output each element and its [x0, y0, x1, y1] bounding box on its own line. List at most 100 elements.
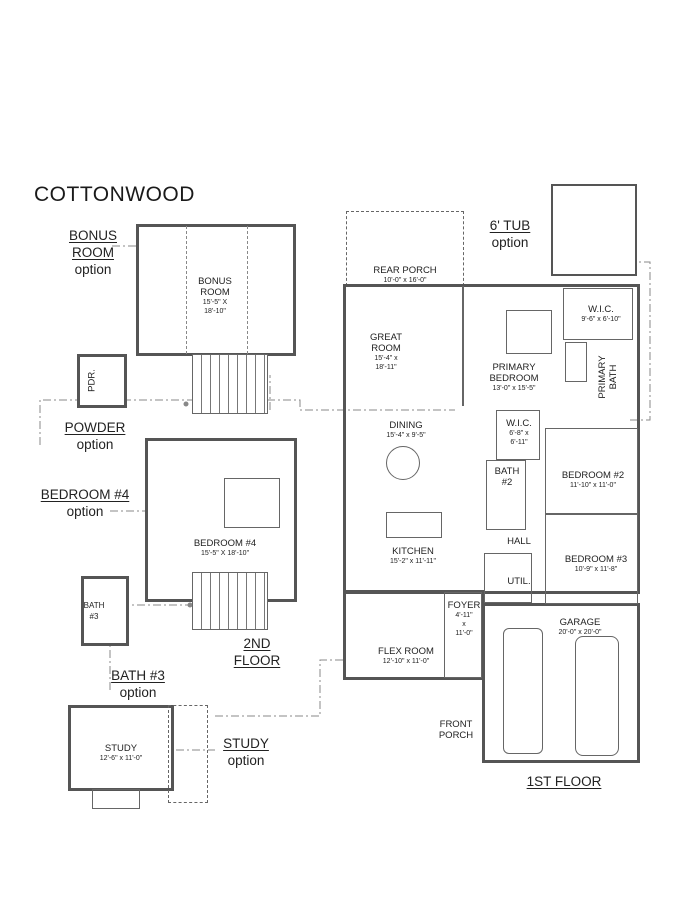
bedroom2-dim: 11'-10" x 11'-0"	[570, 482, 616, 489]
wic2-box	[496, 410, 540, 460]
study-option-sub: option	[227, 753, 265, 768]
dining-name: DINING	[389, 420, 423, 431]
primary-wic	[563, 288, 633, 340]
bath2-name-2: #2	[501, 477, 513, 488]
bedroom2-label: BEDROOM #2 11'-10" x 11'-0"	[552, 470, 634, 490]
foyer-label: FOYER 4'-11" x 11'-0"	[444, 600, 484, 638]
bedroom3-box	[545, 514, 638, 604]
kitchen-dim: 15'-2" x 11'-11"	[390, 558, 436, 565]
bath2-name-1: BATH	[494, 466, 520, 477]
tub-option-plan	[551, 184, 637, 276]
first-floor-text: 1ST FLOOR	[526, 774, 602, 789]
hall-label: HALL	[502, 536, 536, 547]
study-hall	[168, 705, 208, 803]
great-room-name-1: GREAT	[369, 332, 403, 343]
primary-bath-name-1: PRIMARY	[597, 355, 608, 399]
great-room-dim-2: 18'-11"	[375, 364, 397, 371]
study-label: STUDY 12'-6" x 11'-0"	[88, 743, 154, 763]
second-floor-line1: 2ND	[243, 636, 271, 651]
primary-bedroom-name-2: BEDROOM	[489, 373, 539, 384]
study-name: STUDY	[104, 743, 138, 754]
kitchen-name: KITCHEN	[392, 546, 434, 557]
kitchen-island	[386, 512, 442, 538]
pdr-label: PDR.	[87, 363, 98, 399]
front-porch-label: FRONT PORCH	[434, 719, 478, 741]
stair	[192, 354, 268, 414]
bedroom4-name: BEDROOM #4	[193, 538, 257, 549]
wic2-dim-1: 6'-8" x	[509, 430, 529, 437]
primary-bedroom-dim: 13'-0" x 15'-5"	[492, 385, 536, 392]
bedroom4-dim: 15'-5" X 18'-10"	[200, 550, 250, 557]
plan-title: COTTONWOOD	[34, 183, 195, 206]
bedroom4-option-title: BEDROOM #4	[40, 487, 130, 502]
bonus-option-sub: option	[74, 262, 112, 277]
bonus-room-dormer	[186, 226, 248, 354]
bedroom2-box	[545, 428, 638, 514]
second-floor-line2: FLOOR	[233, 653, 281, 668]
primary-bath-label: PRIMARY BATH	[597, 349, 619, 405]
dining-dim: 15'-4" x 9'-5"	[386, 432, 426, 439]
foyer-box	[444, 592, 482, 678]
bath3-label: BATH #3	[81, 600, 107, 622]
bath3-name-1: BATH	[83, 601, 105, 610]
foyer-dim-x: x	[462, 621, 466, 628]
garage-outline	[482, 603, 640, 763]
bedroom4-label: BEDROOM #4 15'-5" X 18'-10"	[184, 538, 266, 558]
garage-dim: 20'-0" x 20'-0"	[558, 629, 602, 636]
foyer-name: FOYER	[447, 600, 481, 611]
wic-primary-name: W.I.C.	[588, 304, 614, 315]
study-bay	[92, 789, 140, 809]
garage-label: GARAGE 20'-0" x 20'-0"	[548, 617, 612, 637]
wic2-name: W.I.C.	[506, 418, 532, 429]
foyer-dim-1: 4'-11"	[455, 612, 473, 619]
bonus-option-line1: BONUS	[68, 228, 117, 243]
front-porch-name-1: FRONT	[439, 719, 473, 730]
util-box	[484, 553, 532, 603]
bath2-box	[486, 460, 526, 530]
bedroom4-bed	[224, 478, 280, 528]
stair-2	[192, 572, 268, 630]
pdr-text: PDR.	[86, 369, 98, 392]
bath3-option-title: BATH #3	[111, 668, 165, 683]
primary-bedroom-label: PRIMARY BEDROOM 13'-0" x 15'-5"	[478, 362, 550, 393]
powder-option-title: POWDER	[64, 420, 126, 435]
wic2-dim-2: 6'-11"	[510, 439, 528, 446]
great-room-dim-1: 15'-4" x	[374, 355, 398, 362]
dining-table	[386, 446, 420, 480]
study-dim: 12'-6" x 11'-0"	[99, 755, 143, 762]
great-room-wall	[462, 286, 464, 406]
flex-room-label: FLEX ROOM 12'-10" x 11'-0"	[368, 646, 444, 666]
bath3-plan	[81, 576, 129, 646]
tub-option-sub: option	[491, 235, 529, 250]
rear-porch-dim: 10'-0" x 16'-0"	[383, 277, 427, 284]
wic2-label: W.I.C. 6'-8" x 6'-11"	[500, 418, 538, 447]
util-label: UTIL.	[504, 576, 534, 587]
bedroom3-dim: 10'-9" x 11'-8"	[574, 566, 618, 573]
flex-room-dim: 12'-10" x 11'-0"	[382, 658, 430, 665]
primary-bed	[506, 310, 552, 354]
bath3-option-label: BATH #3 option	[98, 667, 178, 701]
bonus-room-plan	[136, 224, 296, 356]
bonus-room-dim-2: 18'-10"	[204, 308, 226, 315]
kitchen-label: KITCHEN 15'-2" x 11'-11"	[380, 546, 446, 566]
bedroom3-name: BEDROOM #3	[564, 554, 628, 565]
bonus-room-name-2: ROOM	[200, 287, 230, 298]
bonus-option-line2: ROOM	[72, 245, 114, 260]
study-plan	[68, 705, 174, 791]
primary-bath-name-2: BATH	[608, 364, 619, 390]
garage-name: GARAGE	[559, 617, 601, 628]
primary-bedroom-name-1: PRIMARY	[492, 362, 536, 373]
front-porch-name-2: PORCH	[438, 730, 474, 741]
study-option-title: STUDY	[223, 736, 269, 751]
bath3-option-sub: option	[119, 685, 157, 700]
bath2-label: BATH #2	[490, 466, 524, 488]
hall-name: HALL	[507, 536, 531, 547]
tub-option-title: 6' TUB	[489, 218, 531, 233]
wic-primary-dim: 9'-6" x 6'-10"	[581, 316, 621, 323]
bonus-room-label: BONUS ROOM 15'-5" X 18'-10"	[185, 276, 245, 316]
rear-porch-name: REAR PORCH	[373, 265, 437, 276]
bedroom4-option-sub: option	[66, 504, 104, 519]
bonus-room-dim-1: 15'-5" X	[202, 299, 228, 306]
primary-shower	[565, 342, 587, 382]
garage-car-left-icon	[503, 628, 543, 754]
